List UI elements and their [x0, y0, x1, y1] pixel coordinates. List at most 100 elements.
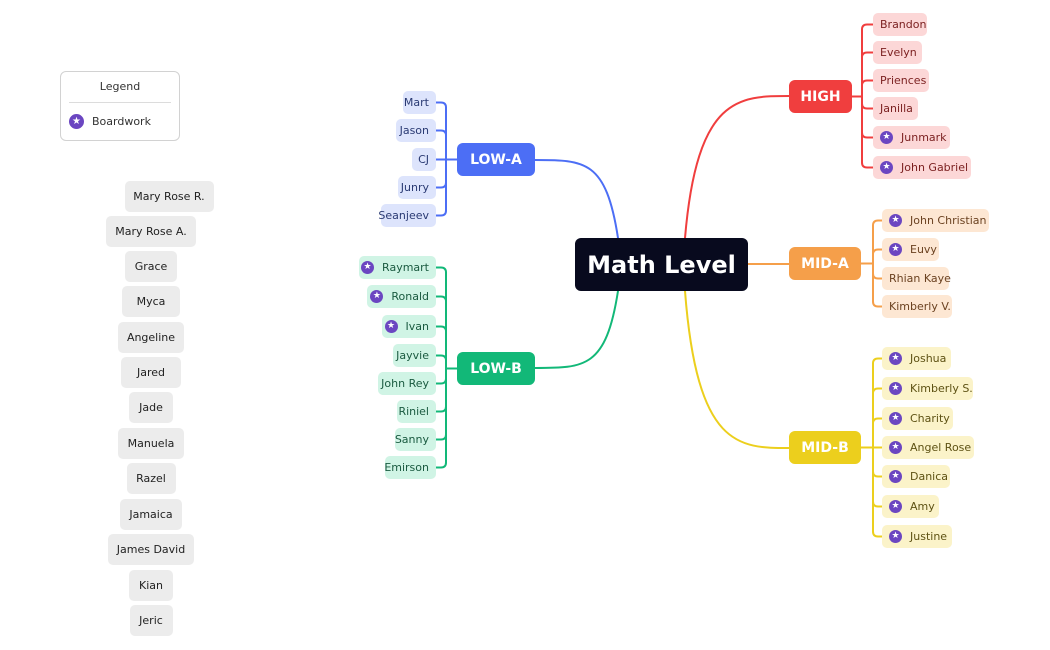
branch-node-mid-b[interactable]: MID-B	[789, 431, 861, 464]
connector-leaf	[435, 405, 447, 413]
topic-leaf-label: Joshua	[910, 352, 947, 365]
topic-leaf[interactable]: ★Amy	[882, 495, 939, 518]
topic-leaf[interactable]: ★Charity	[882, 407, 953, 430]
star-badge-icon: ★	[889, 470, 902, 483]
topic-leaf[interactable]: ★John Gabriel	[873, 156, 971, 179]
topic-leaf[interactable]: Jayvie	[393, 344, 436, 367]
connector-leaf	[872, 300, 883, 308]
topic-leaf-label: Kimberly V.	[889, 300, 951, 313]
star-badge-icon: ★	[370, 290, 384, 303]
floating-topic-label: Razel	[136, 472, 166, 485]
connector-leaf	[872, 272, 883, 280]
connector-leaf	[435, 325, 447, 333]
topic-leaf[interactable]: Riniel	[397, 400, 436, 423]
connector-leaf	[435, 209, 447, 217]
topic-leaf[interactable]: Mart	[403, 91, 436, 114]
topic-leaf[interactable]: Seanjeev	[378, 204, 436, 227]
topic-leaf[interactable]: ★Euvy	[882, 238, 939, 261]
floating-topic-label: Jeric	[139, 614, 163, 627]
star-badge-icon: ★	[384, 320, 398, 333]
topic-leaf[interactable]: ★ Angel Rose	[882, 436, 974, 459]
topic-leaf[interactable]: ★Junmark	[873, 126, 950, 149]
root-node-math-level[interactable]: Math Level	[575, 238, 748, 291]
topic-leaf[interactable]: ★Kimberly S.	[882, 377, 973, 400]
topic-leaf[interactable]: CJ	[412, 148, 436, 171]
connector-leaf	[872, 417, 883, 425]
star-badge-icon: ★	[889, 441, 902, 454]
topic-leaf[interactable]: Emirson	[384, 456, 436, 479]
connector-root-low_b	[534, 290, 619, 369]
topic-leaf-label: Justine	[910, 530, 948, 543]
topic-leaf-label: Mart	[403, 96, 429, 109]
topic-leaf-label: Janilla	[880, 102, 913, 115]
connector-root-mid_b	[684, 290, 790, 449]
floating-topic[interactable]: Jared	[121, 357, 181, 388]
floating-topic[interactable]: Razel	[126, 463, 176, 494]
topic-leaf[interactable]: ★Ronald	[367, 285, 436, 308]
topic-leaf[interactable]: Kimberly V.	[882, 295, 952, 318]
topic-leaf-label: Evelyn	[880, 46, 917, 59]
floating-topic[interactable]: Jamaica	[120, 499, 182, 530]
floating-topic[interactable]: James David	[108, 534, 194, 565]
topic-leaf[interactable]: Sanny	[395, 428, 436, 451]
floating-topic[interactable]: Grace	[125, 251, 177, 282]
branch-node-mid-a[interactable]: MID-A	[789, 247, 861, 280]
topic-leaf-label: Angel Rose	[910, 441, 972, 454]
star-badge-icon: ★	[889, 530, 902, 543]
star-badge-icon: ★	[361, 261, 375, 274]
legend-item-boardwork: ★ Boardwork	[69, 114, 151, 129]
floating-topic[interactable]: Manuela	[118, 428, 184, 459]
topic-leaf[interactable]: Rhian Kaye	[882, 267, 951, 290]
topic-leaf[interactable]: ★ Danica	[882, 465, 950, 488]
topic-leaf-label: John Rey	[381, 377, 429, 390]
star-badge-icon: ★	[880, 131, 893, 144]
connector-leaf	[435, 377, 447, 385]
topic-leaf[interactable]: ★John Christian	[882, 209, 989, 232]
topic-leaf[interactable]: ★Joshua	[882, 347, 951, 370]
star-badge-icon: ★	[880, 161, 893, 174]
branch-node-high[interactable]: HIGH	[789, 80, 852, 113]
connector-leaf	[435, 266, 447, 274]
topic-leaf-label: John Christian	[910, 214, 987, 227]
connector-leaf	[861, 79, 874, 87]
topic-leaf[interactable]: ★Raymart	[359, 256, 436, 279]
floating-topic[interactable]: Mary Rose A.	[106, 216, 196, 247]
floating-topic[interactable]: Myca	[122, 286, 180, 317]
connector-leaf	[872, 387, 883, 395]
topic-leaf[interactable]: Jason	[396, 119, 436, 142]
branch-node-low-a[interactable]: LOW-A	[457, 143, 535, 176]
floating-topic[interactable]: Kian	[129, 570, 173, 601]
floating-topic[interactable]: Mary Rose R.	[124, 181, 214, 212]
branch-node-low-b[interactable]: LOW-B	[457, 352, 535, 385]
floating-topic[interactable]: Jade	[129, 392, 173, 423]
legend-title: Legend	[99, 80, 141, 93]
topic-leaf[interactable]: ★Ivan	[382, 315, 436, 338]
topic-leaf[interactable]: Brandon	[873, 13, 927, 36]
connector-leaf	[435, 101, 447, 109]
topic-leaf[interactable]: ★ Justine	[882, 525, 952, 548]
topic-leaf[interactable]: Junry	[398, 176, 436, 199]
connector-root-high	[684, 95, 790, 239]
topic-leaf[interactable]: Priences	[873, 69, 929, 92]
connector-leaf	[861, 102, 874, 110]
floating-topic[interactable]: Jeric	[129, 605, 173, 636]
topic-leaf-label: Emirson	[384, 461, 429, 474]
topic-leaf[interactable]: Evelyn	[873, 41, 922, 64]
floating-topic-label: Jade	[139, 401, 163, 414]
floating-topic-label: Kian	[139, 579, 163, 592]
topic-leaf-label: Junry	[400, 181, 429, 194]
topic-leaf-label: Danica	[910, 470, 949, 483]
topic-leaf-label: Jayvie	[396, 349, 429, 362]
connector-leaf	[872, 530, 883, 538]
floating-topic-label: Manuela	[127, 437, 175, 450]
connector-leaf	[861, 51, 874, 59]
connector-leaf	[435, 295, 447, 303]
topic-leaf[interactable]: Janilla	[873, 97, 918, 120]
star-badge-icon: ★	[889, 412, 902, 425]
topic-leaf-label: Seanjeev	[378, 209, 429, 222]
floating-topic[interactable]: Angeline	[118, 322, 184, 353]
topic-leaf-label: Brandon	[880, 18, 927, 31]
topic-leaf[interactable]: John Rey	[378, 372, 436, 395]
